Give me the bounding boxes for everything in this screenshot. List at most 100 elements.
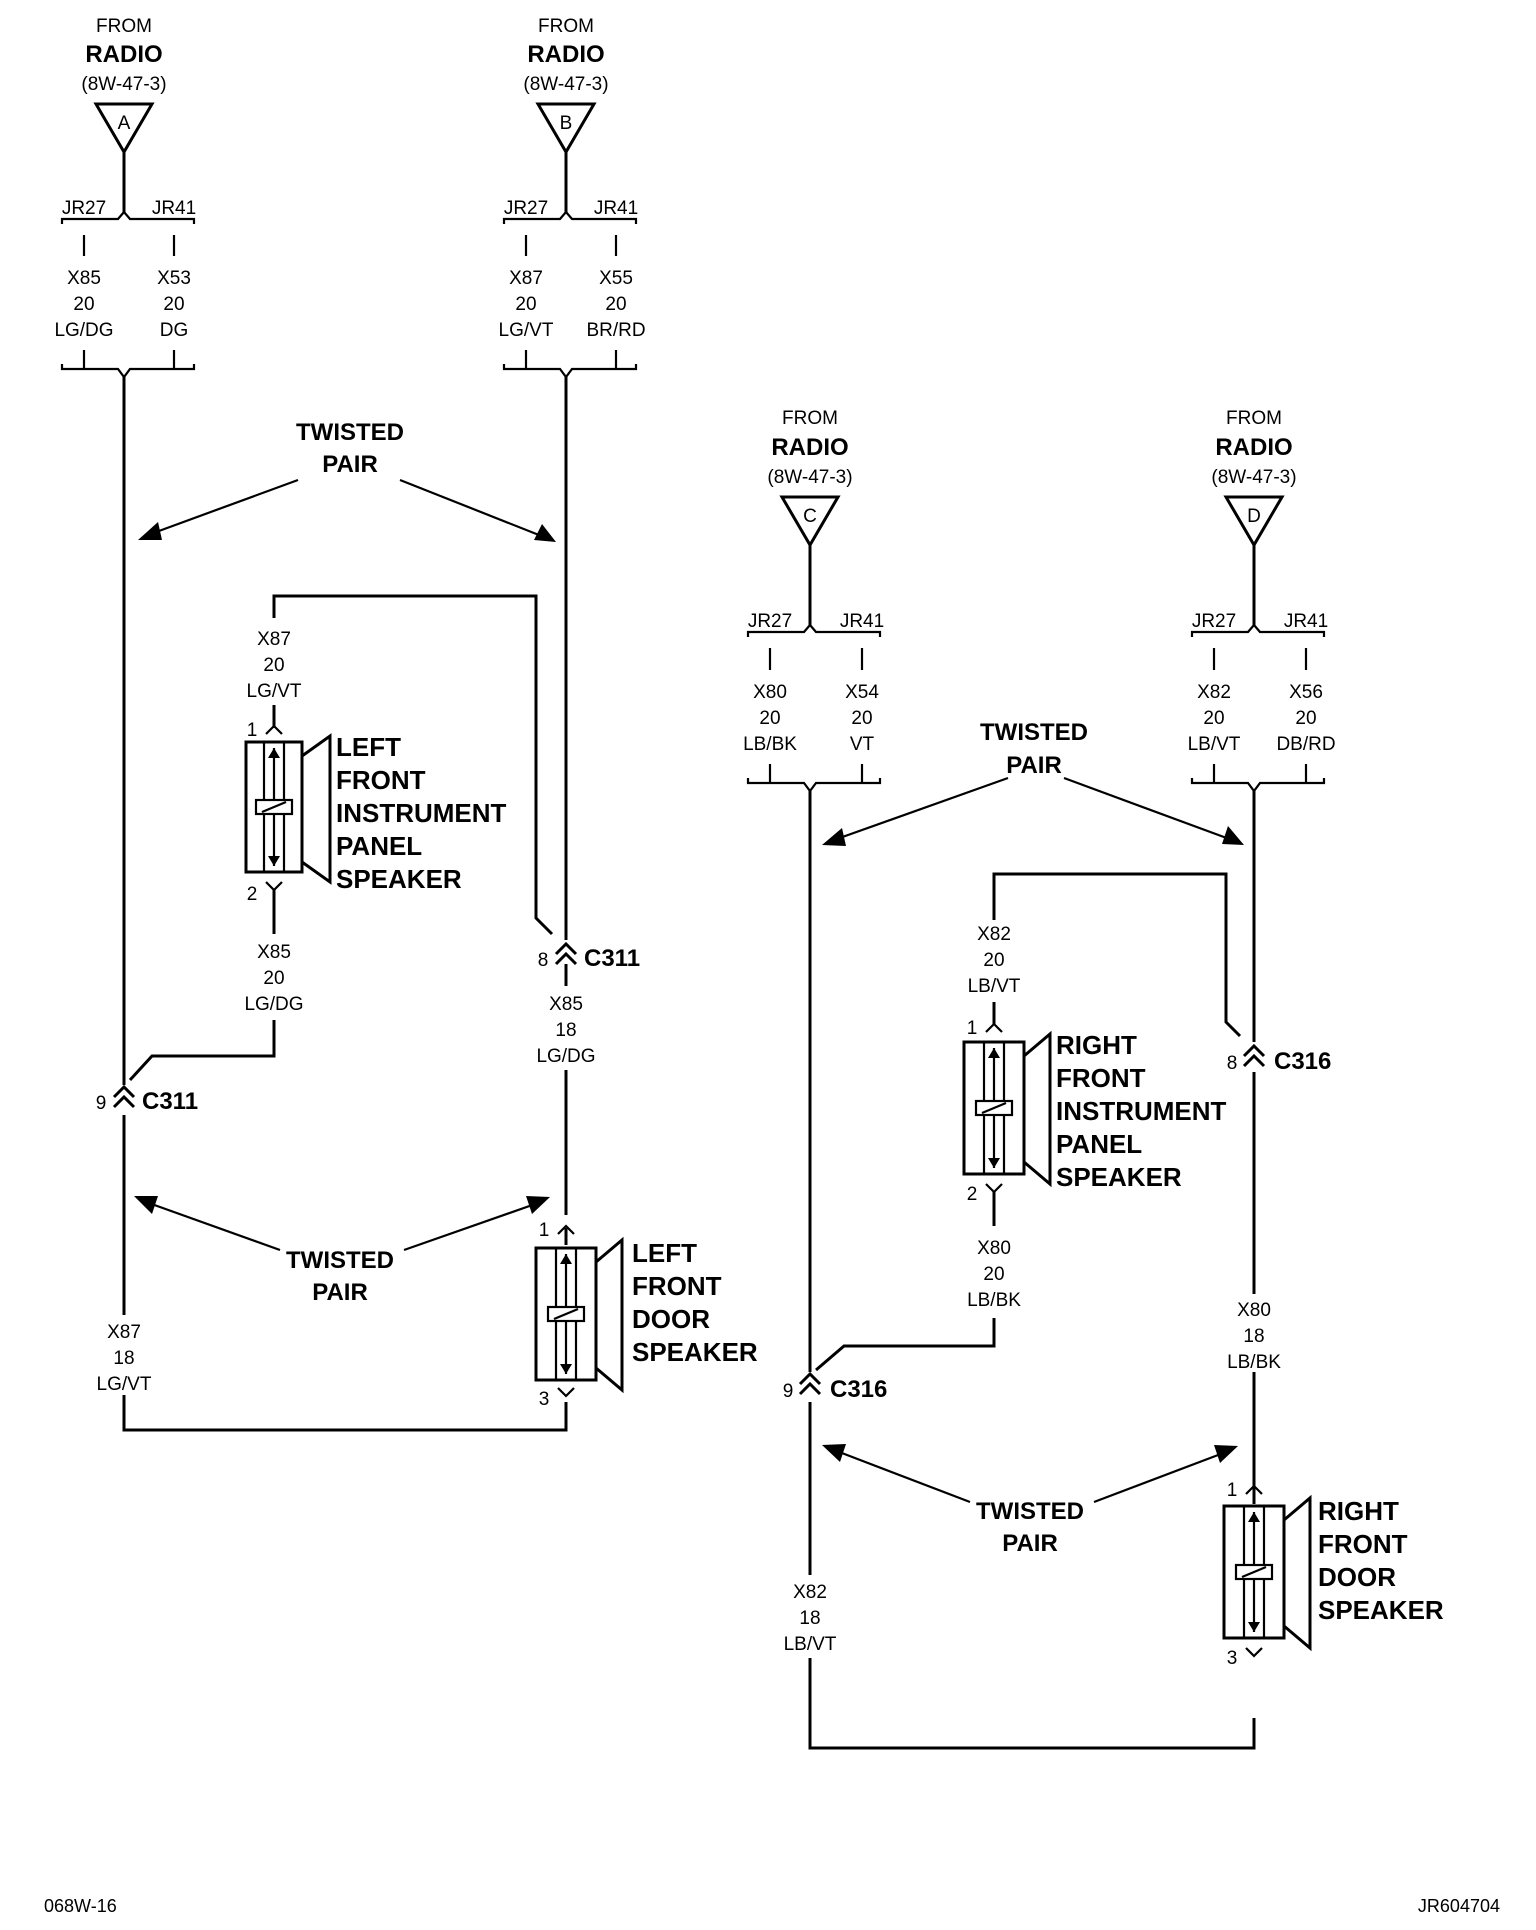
arrow-icon	[1222, 826, 1244, 845]
wire-code: X80	[1237, 1300, 1271, 1321]
speaker-name: INSTRUMENT	[1056, 1096, 1227, 1126]
jr27-label: JR27	[504, 198, 548, 219]
wire-color: LG/DG	[54, 320, 113, 341]
wire-code: X82	[1197, 682, 1231, 703]
twisted-label: TWISTED	[296, 419, 404, 446]
speaker-cone-icon	[595, 1236, 624, 1394]
connector-triangle-icon	[535, 102, 597, 155]
c311-pin8-connector: 8 C311	[538, 941, 640, 972]
pin-label: 8	[538, 950, 549, 971]
wire-gauge: 18	[113, 1348, 134, 1369]
arrow-icon	[134, 1196, 158, 1214]
wire-gauge: 18	[555, 1020, 576, 1041]
speaker-name: PANEL	[336, 831, 422, 861]
radio-ref: (8W-47-3)	[523, 74, 608, 95]
speaker-cone-icon	[1023, 1030, 1052, 1188]
wire-color: LB/BK	[743, 734, 797, 755]
arrow-icon	[822, 1444, 846, 1462]
radio-ref: (8W-47-3)	[1211, 467, 1296, 488]
pin-1-label: 1	[1227, 1480, 1238, 1501]
wire-color: LG/DG	[536, 1046, 595, 1067]
speaker-name: FRONT	[1318, 1529, 1408, 1559]
wire-code: X85	[257, 942, 291, 963]
left-circuit: TWISTED PAIR X87 20 LG/VT 1 2 LEFT F	[96, 377, 758, 1432]
pin-label: 9	[96, 1093, 107, 1114]
speaker-return-wire	[128, 1020, 276, 1082]
pin-2-label: 2	[247, 884, 258, 905]
pin-1-label: 1	[539, 1220, 550, 1241]
jr41-label: JR41	[152, 198, 196, 219]
twisted-label: TWISTED	[980, 719, 1088, 746]
wire-color: LB/VT	[968, 976, 1021, 997]
speaker-name: RIGHT	[1318, 1496, 1399, 1526]
pair-label: PAIR	[312, 1279, 368, 1306]
wire-code: X87	[509, 268, 543, 289]
wire-gauge: 20	[1203, 708, 1224, 729]
right-front-door-speaker: 1 3 RIGHT FRONT DOOR SPEAKER	[1222, 1480, 1444, 1669]
radio-ref: (8W-47-3)	[81, 74, 166, 95]
footer-right-code: JR604704	[1418, 1896, 1500, 1916]
wire-color: DG	[160, 320, 189, 341]
wire-color: LG/VT	[97, 1374, 152, 1395]
wire-gauge: 20	[73, 294, 94, 315]
wire-code: X55	[599, 268, 633, 289]
pin-3-label: 3	[1227, 1648, 1238, 1669]
speaker-name: FRONT	[1056, 1063, 1146, 1093]
radio-label: RADIO	[85, 41, 162, 68]
radio-source-a: FROM RADIO (8W-47-3) A JR27 JR41 X85 20 …	[54, 16, 196, 379]
wire-gauge: 18	[1243, 1326, 1264, 1347]
wire-color: LB/VT	[784, 1634, 837, 1655]
wire-code: X87	[257, 629, 291, 650]
from-label: FROM	[782, 408, 838, 429]
speaker-name: SPEAKER	[336, 864, 462, 894]
wire-code: X85	[549, 994, 583, 1015]
arrow-icon	[138, 522, 162, 540]
c316-pin8-connector: 8 C316	[1227, 1043, 1331, 1075]
radio-ref: (8W-47-3)	[767, 467, 852, 488]
radio-source-d: FROM RADIO (8W-47-3) D JR27 JR41 X82 20 …	[1188, 408, 1336, 793]
wire-gauge: 18	[799, 1608, 820, 1629]
wire-code: X82	[793, 1582, 827, 1603]
pin-3-label: 3	[539, 1389, 550, 1410]
speaker-feed-wire	[992, 872, 1242, 1038]
pair-label: PAIR	[322, 451, 378, 478]
radio-label: RADIO	[771, 434, 848, 461]
pin-1-label: 1	[967, 1018, 978, 1039]
pin-label: 8	[1227, 1053, 1238, 1074]
wire-gauge: 20	[759, 708, 780, 729]
wire-color: LG/VT	[247, 681, 302, 702]
connector-name: C311	[142, 1088, 198, 1115]
arrow-icon	[534, 524, 556, 542]
wire-color: LG/DG	[244, 994, 303, 1015]
wire-code: X85	[67, 268, 101, 289]
twisted-label: TWISTED	[286, 1247, 394, 1274]
speaker-box-icon	[244, 740, 304, 874]
wire-gauge: 20	[983, 1264, 1004, 1285]
arrow-icon	[1214, 1445, 1238, 1463]
radio-label: RADIO	[1215, 434, 1292, 461]
pin-2-label: 2	[967, 1184, 978, 1205]
left-front-door-speaker: 1 3 LEFT FRONT DOOR SPEAKER	[534, 1220, 758, 1410]
speaker-name: DOOR	[1318, 1562, 1396, 1592]
wire-color: LB/BK	[967, 1290, 1021, 1311]
speaker-name: LEFT	[336, 732, 401, 762]
radio-source-c: FROM RADIO (8W-47-3) C JR27 JR41 X80 20 …	[743, 408, 884, 793]
pin-label: 9	[783, 1381, 794, 1402]
wire-color: LG/VT	[499, 320, 554, 341]
speaker-name: INSTRUMENT	[336, 798, 507, 828]
wire-code: X82	[977, 924, 1011, 945]
speaker-name: LEFT	[632, 1238, 697, 1268]
arrow-icon	[822, 828, 846, 846]
wire-gauge: 20	[983, 950, 1004, 971]
right-circuit: TWISTED PAIR X82 20 LB/VT 1 2 RIGHT	[783, 719, 1444, 1750]
speaker-cone-icon	[301, 733, 332, 885]
connector-letter: A	[118, 113, 131, 134]
wire-code: X53	[157, 268, 191, 289]
wire-color: DB/RD	[1276, 734, 1335, 755]
wire-color: LB/BK	[1227, 1352, 1281, 1373]
speaker-return-wire	[815, 1318, 996, 1372]
wire-gauge: 20	[263, 968, 284, 989]
connector-triangle-icon	[1223, 495, 1285, 548]
connector-triangle-icon	[779, 495, 841, 548]
